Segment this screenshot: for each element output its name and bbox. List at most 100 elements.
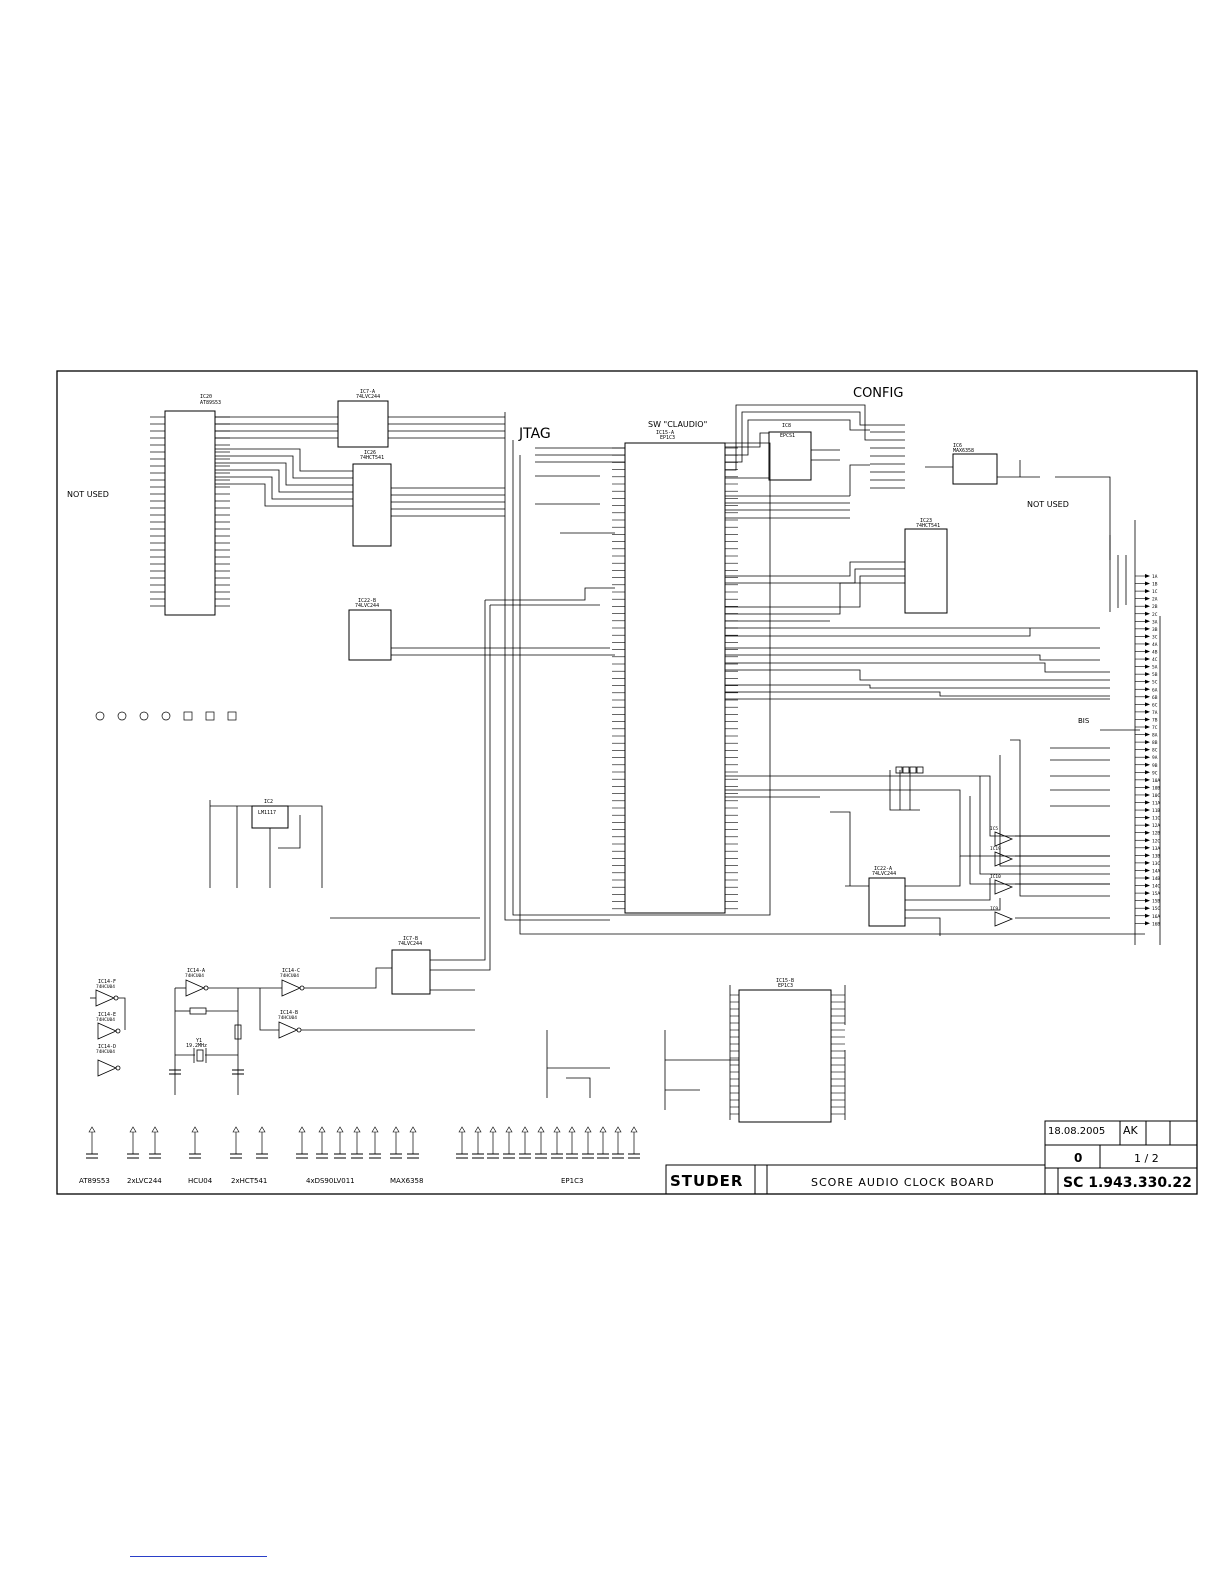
ic14c-part: 74HCU04: [280, 973, 299, 979]
crystal-y1: [193, 1048, 207, 1063]
connector-pin-label: 6A: [1152, 687, 1158, 693]
inverter-ic14d: [97, 1059, 121, 1077]
connector-pin-label: 15B: [1152, 899, 1160, 905]
connector-pin-label: 8C: [1152, 748, 1158, 754]
decoupling-group-label: EP1C3: [561, 1177, 583, 1185]
ic26-ref: IC26: [364, 450, 376, 456]
supply-arrow: [258, 1126, 266, 1133]
connector-pin-arrow: [1145, 619, 1150, 624]
connector-pin-label: 7C: [1152, 725, 1158, 731]
connector-pin-arrow: [1145, 906, 1150, 911]
title-author: AK: [1123, 1124, 1139, 1137]
config-heading: CONFIG: [853, 386, 903, 401]
wiring: [90, 403, 1161, 1120]
connector-pin-label: 11A: [1152, 801, 1160, 807]
connector-pin-label: 8A: [1152, 733, 1158, 739]
ic2-regulator: IC2 LM1117: [251, 799, 289, 829]
connector-pin-label: 12B: [1152, 831, 1160, 837]
connector-pin-arrow: [1145, 687, 1150, 692]
connector-pin-arrow: [1145, 717, 1150, 722]
ds90-ref: IC19: [990, 846, 1001, 852]
connector-pin-arrow: [1145, 664, 1150, 669]
connector-pin-label: 5C: [1152, 680, 1158, 686]
ic8-part: EPCS1: [780, 433, 795, 439]
connector-pin-arrow: [1145, 891, 1150, 896]
connector-pin-arrow: [1145, 702, 1150, 707]
connector-pin-label: 15C: [1152, 906, 1160, 912]
ic26-buffer: IC26 74HCT541: [352, 450, 392, 547]
connector-pin-arrow: [1145, 672, 1150, 677]
ic15a-part: EP1C3: [660, 435, 675, 441]
ic22a-buffer: IC22-A 74LVC244: [868, 866, 906, 927]
ic15b-ref: IC15-B: [776, 978, 794, 984]
decoupling-group-label: MAX6358: [390, 1177, 423, 1185]
connector-pin-arrow: [1145, 921, 1150, 926]
connector-pin-label: 3C: [1152, 634, 1158, 640]
title-date: 18.08.2005: [1048, 1126, 1105, 1137]
ic15a-fpga: IC15-A EP1C3: [624, 430, 726, 914]
crystal-value: 19.2MHz: [186, 1043, 207, 1049]
supply-arrow: [474, 1126, 482, 1133]
drawing-frame: [56, 370, 1198, 1195]
connector-pin-label: 4B: [1152, 650, 1158, 656]
connector-pin-arrow: [1145, 762, 1150, 767]
connector-pin-arrow: [1145, 853, 1150, 858]
ic14e-ref: IC14-E: [98, 1012, 116, 1018]
sw-label: SW "CLAUDIO": [648, 420, 707, 429]
clock-capacitors: [169, 1069, 244, 1075]
connector-pin-label: 2B: [1152, 604, 1158, 610]
connector-pin-label: 9B: [1152, 763, 1158, 769]
supply-arrow: [129, 1126, 137, 1133]
connector-pin-arrow: [1145, 740, 1150, 745]
supply-arrow: [88, 1126, 96, 1133]
connector-pin-label: 15A: [1152, 891, 1160, 897]
decoupling-group-label: AT89S53: [79, 1177, 110, 1185]
connector-pin-arrow: [1145, 634, 1150, 639]
connector-pin-label: 10A: [1152, 778, 1160, 784]
connector-pin-label: 1A: [1152, 574, 1158, 580]
connector-pin-label: 13A: [1152, 846, 1160, 852]
inverter-ic14e: [97, 1022, 121, 1040]
test-pin-header: [895, 766, 924, 774]
connector-pin-arrow: [1145, 649, 1150, 654]
connector-pin-arrow: [1145, 898, 1150, 903]
ic14f-part: 74HCU04: [96, 984, 115, 990]
connector-pin-arrow: [1145, 860, 1150, 865]
connector-pin-label: 4C: [1152, 657, 1158, 663]
connector-pin-label: 4A: [1152, 642, 1158, 648]
ds90-receivers: [994, 831, 1014, 927]
connector-pin-arrow: [1145, 732, 1150, 737]
ic23-buffer: IC23 74HCT541: [904, 518, 948, 614]
connector-pin-arrow: [1145, 800, 1150, 805]
supply-arrow: [392, 1126, 400, 1133]
ic22b-buffer: IC22-B 74LVC244: [348, 598, 392, 661]
supply-arrow: [318, 1126, 326, 1133]
connector-pin-arrow: [1145, 679, 1150, 684]
supply-arrow: [505, 1126, 513, 1133]
ic14e-part: 74HCU04: [96, 1017, 115, 1023]
ic14d-part: 74HCU04: [96, 1049, 115, 1055]
connector-pin-arrow: [1145, 876, 1150, 880]
connector-pin-arrow: [1145, 604, 1150, 609]
connector-pin-arrow: [1145, 694, 1150, 699]
ic7b-part: 74LVC244: [398, 941, 422, 947]
connector-pin-arrow: [1145, 815, 1150, 820]
connector-pin-arrow: [1145, 596, 1150, 601]
supply-arrow: [409, 1126, 417, 1133]
decoupling-capacitors: [86, 1126, 640, 1159]
connector-pin-label: 12A: [1152, 823, 1160, 829]
ic22a-part: 74LVC244: [872, 871, 896, 877]
ic22a-ref: IC22-A: [874, 866, 892, 872]
ic23-part: 74HCT541: [916, 523, 940, 529]
supply-arrow: [553, 1126, 561, 1133]
ic7b-ref: IC7-B: [403, 936, 418, 942]
connector-pin-arrow: [1145, 777, 1150, 782]
bis-label: BIS: [1078, 717, 1090, 725]
crystal-ref: Y1: [196, 1038, 202, 1044]
connector-pin-label: 3A: [1152, 619, 1158, 625]
supply-arrow: [489, 1126, 497, 1133]
ic20-microcontroller: IC20 AT89S53: [164, 394, 221, 616]
company-logo: STUDER: [670, 1172, 743, 1190]
connector-pin-arrow: [1145, 725, 1150, 729]
